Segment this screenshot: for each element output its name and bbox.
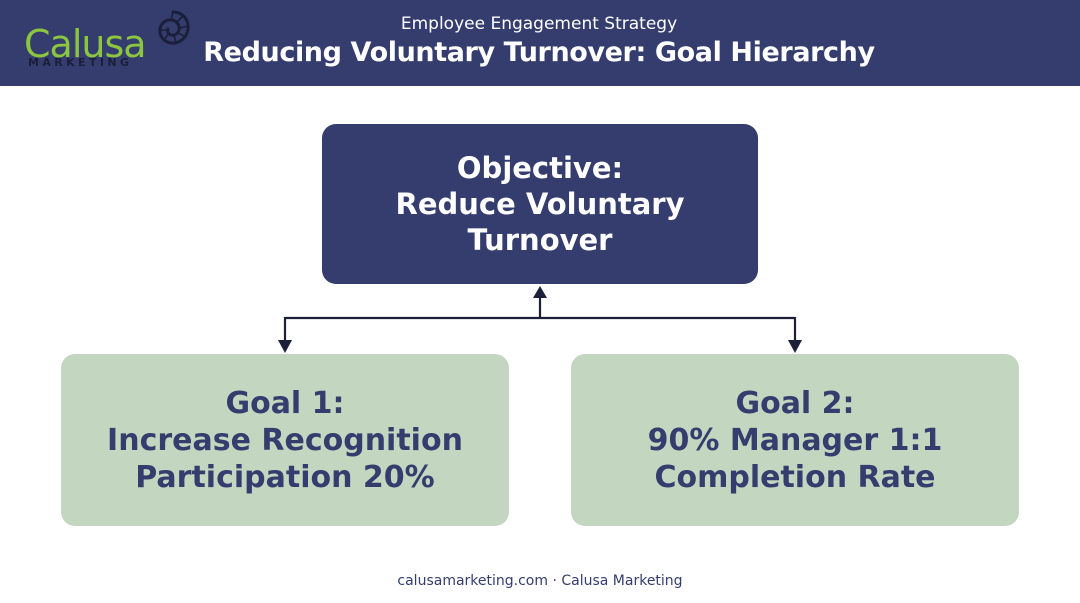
- logo-subtext: MARKETING: [28, 56, 133, 69]
- nautilus-shell-icon: [158, 10, 190, 45]
- calusa-logo: Calusa MARKETING: [22, 10, 192, 74]
- page-subtitle: Employee Engagement Strategy: [400, 14, 678, 34]
- objective-box: Objective: Reduce Voluntary Turnover: [322, 124, 758, 284]
- header-banner: Calusa MARKETING Employee Engagement Str…: [0, 0, 1080, 86]
- arrowhead-down-left-icon: [278, 340, 292, 353]
- goal-1-text-line-2: Participation 20%: [135, 459, 435, 495]
- page-title: Reducing Voluntary Turnover: Goal Hierar…: [203, 37, 875, 68]
- footer-text: calusamarketing.com · Calusa Marketing: [397, 573, 683, 589]
- goal-1-box: Goal 1: Increase Recognition Participati…: [61, 354, 509, 526]
- goal-2-text-line-1: 90% Manager 1:1: [647, 422, 943, 458]
- arrowhead-up-icon: [533, 286, 547, 298]
- goal-2-label: Goal 2:: [735, 385, 855, 421]
- objective-label: Objective:: [456, 151, 624, 185]
- logo-wordmark: Calusa: [24, 22, 147, 66]
- goal-1-text-line-1: Increase Recognition: [107, 422, 463, 458]
- objective-text: Reduce Voluntary Turnover: [395, 187, 685, 257]
- goal-2-box: Goal 2: 90% Manager 1:1 Completion Rate: [571, 354, 1019, 526]
- arrowhead-down-right-icon: [788, 340, 802, 353]
- goal-2-text-line-2: Completion Rate: [654, 459, 936, 495]
- goal-1-label: Goal 1:: [225, 385, 345, 421]
